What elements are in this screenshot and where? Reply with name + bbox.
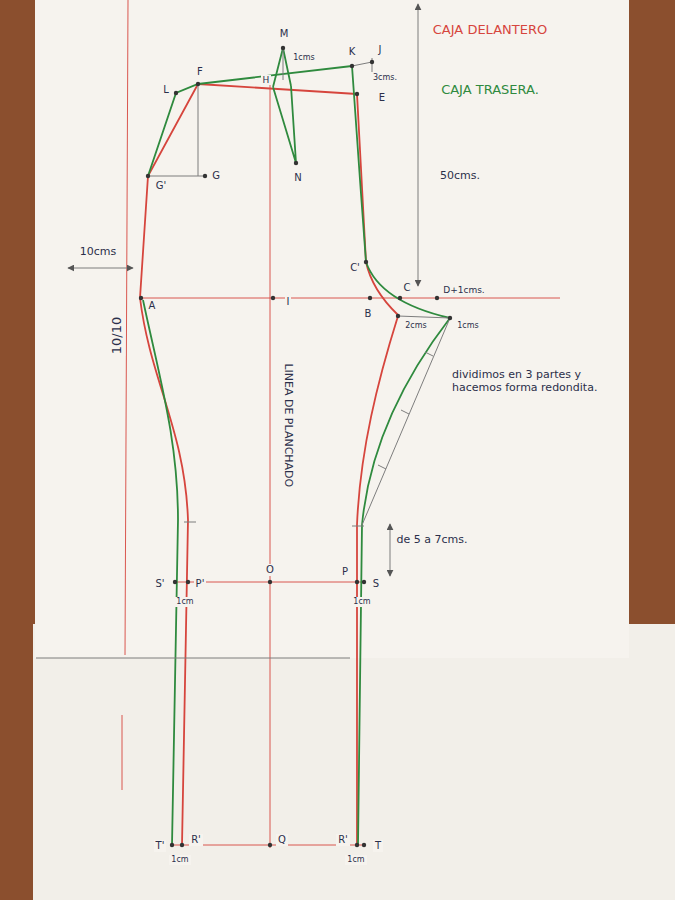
point — [368, 296, 372, 300]
point — [362, 843, 366, 847]
back-waist — [148, 66, 352, 176]
paper-sheet — [33, 624, 675, 900]
point — [355, 843, 359, 847]
dimension-arrow — [68, 268, 133, 269]
point-label: H — [261, 75, 272, 85]
points — [139, 46, 452, 847]
point-label: P' — [194, 578, 207, 590]
point-label: T — [373, 840, 383, 852]
point-label: A — [147, 300, 158, 312]
point-label: C — [402, 282, 413, 294]
point — [146, 174, 150, 178]
point — [362, 580, 366, 584]
point-label: 2cms — [403, 321, 428, 330]
point — [186, 580, 190, 584]
construction-line — [283, 48, 372, 80]
dart — [273, 48, 296, 163]
point-label: 1cm — [351, 597, 372, 606]
point-label: CAJA TRASERA. — [439, 83, 541, 98]
point — [448, 316, 452, 320]
dimension-arrow — [418, 4, 419, 286]
point — [281, 46, 285, 50]
sheet-edge — [36, 658, 350, 659]
point — [271, 296, 275, 300]
point-label: 1cm — [169, 855, 190, 864]
point — [268, 843, 272, 847]
point-label: F — [195, 66, 205, 78]
point-label: Q — [276, 834, 288, 846]
point-label: B — [363, 308, 374, 320]
point — [355, 580, 359, 584]
point-label: D+1cms. — [441, 285, 486, 295]
point — [174, 91, 178, 95]
point-label: P — [340, 566, 350, 578]
point — [350, 64, 354, 68]
point-label: C' — [348, 262, 362, 274]
point-label: M — [278, 28, 291, 40]
point-label: S — [371, 578, 381, 590]
point — [355, 92, 359, 96]
point-label: CAJA DELANTERO — [431, 23, 549, 38]
point — [435, 296, 439, 300]
point-label: 1cms — [455, 321, 480, 330]
construction-line — [362, 316, 450, 525]
front-waist — [198, 84, 357, 94]
dimension-arrow — [390, 524, 391, 576]
tick-mark — [184, 352, 433, 526]
back-outseam — [143, 300, 178, 845]
front-inseam — [357, 316, 398, 845]
paper-sheet — [35, 0, 629, 658]
point-label: O — [264, 564, 276, 576]
point-label: 1cm — [174, 597, 195, 606]
point — [180, 843, 184, 847]
point — [370, 60, 374, 64]
back-outline — [143, 48, 450, 845]
pencil-lines — [36, 4, 450, 658]
point — [364, 260, 368, 264]
point-label: E — [377, 92, 387, 104]
point-label: 1cms — [291, 53, 316, 62]
point — [170, 843, 174, 847]
point — [203, 174, 207, 178]
point-label: J — [377, 44, 384, 56]
guide-line — [125, 0, 128, 655]
point — [294, 161, 298, 165]
point — [396, 314, 400, 318]
point-label: de 5 a 7cms. — [395, 534, 470, 547]
point-label: 3cms. — [371, 73, 399, 82]
red-guides — [122, 0, 560, 848]
point-label: S' — [153, 578, 166, 590]
crease-line — [270, 80, 271, 848]
point — [196, 82, 200, 86]
point-label: L — [161, 84, 171, 96]
point-label: N — [292, 172, 303, 184]
point-label: 10/10 — [111, 314, 126, 355]
construction-line — [148, 84, 205, 176]
front-outseam — [140, 298, 188, 845]
point-label: R' — [189, 834, 203, 846]
back-inseam — [358, 318, 450, 845]
point-label: K — [347, 46, 358, 58]
point — [268, 580, 272, 584]
hip-line — [140, 298, 560, 299]
point-label: I — [285, 296, 292, 308]
point-label: G — [210, 170, 222, 182]
point-label: 10cms — [78, 246, 119, 259]
back-crotch — [352, 66, 450, 318]
point-label: R' — [336, 834, 350, 846]
point-label: 1cm — [345, 855, 366, 864]
point — [139, 296, 143, 300]
point-label: T' — [154, 840, 167, 852]
guide-line — [122, 715, 123, 790]
point-label: G' — [154, 180, 169, 192]
point — [398, 296, 402, 300]
point-label: LINEA DE PLANCHADO — [282, 361, 295, 489]
point-label: 50cms. — [438, 170, 482, 183]
point — [173, 580, 177, 584]
note-text: dividimos en 3 partes y hacemos forma re… — [450, 369, 614, 394]
